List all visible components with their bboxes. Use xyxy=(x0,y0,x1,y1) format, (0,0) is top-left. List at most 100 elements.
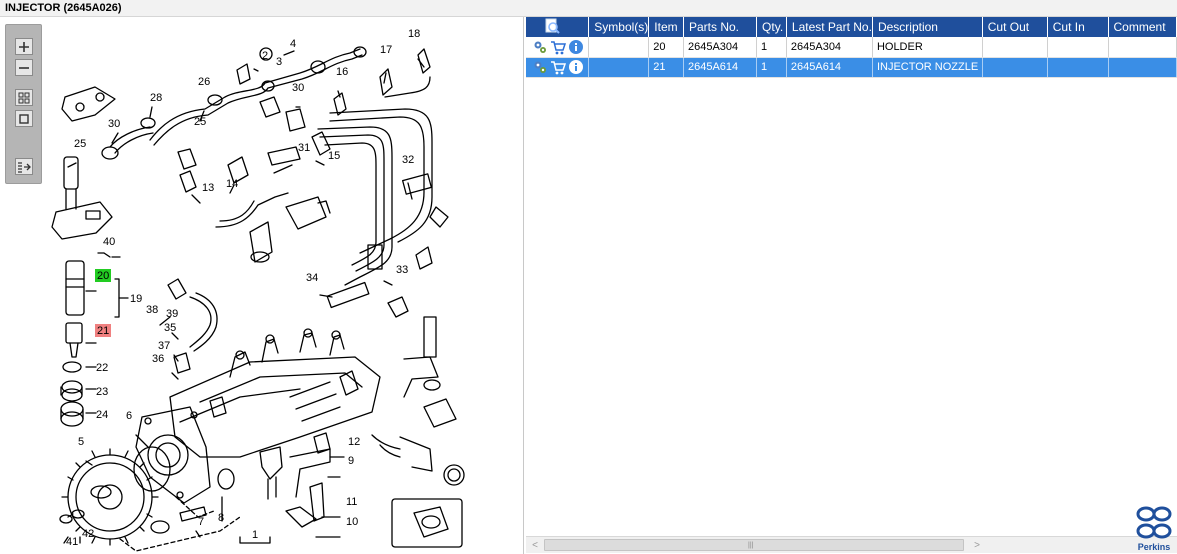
cell-qty: 1 xyxy=(756,57,787,78)
row-actions xyxy=(526,57,590,78)
cell-comment xyxy=(1108,57,1177,78)
callout-32: 32 xyxy=(402,154,414,166)
callout-39: 39 xyxy=(166,308,178,320)
search-document-icon xyxy=(545,18,560,34)
cell-item: 21 xyxy=(648,57,684,78)
cell-latest-part-no: 2645A304 xyxy=(786,37,873,58)
diagram-linework xyxy=(51,46,465,552)
column-header-symbols[interactable]: Symbol(s) xyxy=(588,17,650,37)
scroll-left-arrow[interactable]: < xyxy=(532,540,538,551)
callout-31: 31 xyxy=(298,142,310,154)
minus-icon xyxy=(19,66,29,69)
callout-25-left: 25 xyxy=(74,138,86,150)
table-row-selected[interactable]: 21 2645A614 1 2645A614 INJECTOR NOZZLE xyxy=(526,57,1177,78)
callout-4: 4 xyxy=(290,38,296,50)
reset-view-button[interactable] xyxy=(15,110,33,127)
callout-37: 37 xyxy=(158,340,170,352)
callout-19: 19 xyxy=(130,293,142,305)
column-header-latest-part-no[interactable]: Latest Part No. xyxy=(786,17,873,37)
square-icon xyxy=(19,113,29,124)
callout-34: 34 xyxy=(306,272,318,284)
column-header-comment[interactable]: Comment xyxy=(1108,17,1177,37)
column-header-parts-no[interactable]: Parts No. xyxy=(683,17,758,37)
callout-30-top: 30 xyxy=(292,82,304,94)
callout-35: 35 xyxy=(164,322,176,334)
scroll-right-arrow[interactable]: > xyxy=(974,540,980,551)
callout-26: 26 xyxy=(198,76,210,88)
perkins-logo: Perkins xyxy=(1133,505,1175,554)
table-row[interactable]: 20 2645A304 1 2645A304 HOLDER xyxy=(526,37,1177,58)
fit-view-button[interactable] xyxy=(15,89,33,106)
column-header-qty[interactable]: Qty. xyxy=(756,17,787,37)
panel-toggle-icon xyxy=(18,161,31,173)
column-header-description[interactable]: Description xyxy=(872,17,983,37)
cart-icon[interactable] xyxy=(550,39,566,55)
plus-icon xyxy=(19,41,29,52)
callout-13: 13 xyxy=(202,182,214,194)
callout-11: 11 xyxy=(346,496,357,508)
parts-table: Symbol(s) Item Parts No. Qty. Latest Par… xyxy=(526,17,1177,78)
cell-cut-in xyxy=(1047,57,1109,78)
column-header-cut-in[interactable]: Cut In xyxy=(1047,17,1109,37)
cell-symbols xyxy=(588,37,650,58)
callout-2: 2 xyxy=(262,50,268,62)
found-item-highlight[interactable] xyxy=(95,269,111,282)
brand-name: Perkins xyxy=(1137,542,1171,552)
window-titlebar: INJECTOR (2645A026) xyxy=(0,0,1177,17)
cell-part-no: 2645A614 xyxy=(683,57,758,78)
column-header-cut-out[interactable]: Cut Out xyxy=(982,17,1048,37)
zoom-out-button[interactable] xyxy=(15,59,33,76)
cell-description: INJECTOR NOZZLE xyxy=(872,57,983,78)
cell-comment xyxy=(1108,37,1177,58)
diagram-callouts: 4 2 3 18 17 16 26 28 30 30 25 25 31 14 1… xyxy=(66,28,420,548)
column-header-icons[interactable] xyxy=(526,17,590,37)
toggle-panel-button[interactable] xyxy=(15,158,33,175)
cell-item: 20 xyxy=(648,37,684,58)
callout-3: 3 xyxy=(276,56,282,68)
horizontal-scrollbar[interactable]: < ||| > xyxy=(526,536,1177,553)
info-icon[interactable] xyxy=(568,59,584,75)
gears-icon[interactable] xyxy=(532,39,548,55)
scrollbar-thumb[interactable]: ||| xyxy=(544,539,964,551)
window-title: INJECTOR (2645A026) xyxy=(5,2,122,14)
callout-22: 22 xyxy=(96,362,108,374)
callout-24: 24 xyxy=(96,409,108,421)
selected-item-highlight[interactable] xyxy=(95,324,111,337)
callout-42: 42 xyxy=(82,528,94,540)
cart-icon[interactable] xyxy=(550,59,566,75)
callout-17: 17 xyxy=(380,44,392,56)
callout-7: 7 xyxy=(198,516,204,528)
callout-8: 8 xyxy=(218,512,224,524)
grid-icon xyxy=(18,92,30,103)
cell-latest-part-no: 2645A614 xyxy=(786,57,873,78)
parts-grid-pane: Symbol(s) Item Parts No. Qty. Latest Par… xyxy=(526,17,1177,554)
callout-20: 20 xyxy=(97,270,109,282)
zoom-in-button[interactable] xyxy=(15,38,33,55)
callout-10: 10 xyxy=(346,516,358,528)
column-header-item[interactable]: Item xyxy=(648,17,684,37)
diagram-pane[interactable]: 4 2 3 18 17 16 26 28 30 30 25 25 31 14 1… xyxy=(0,17,524,554)
callout-6: 6 xyxy=(126,410,132,422)
cell-qty: 1 xyxy=(756,37,787,58)
diagram-toolpanel xyxy=(5,24,42,184)
callout-14: 14 xyxy=(226,178,238,190)
cell-part-no: 2645A304 xyxy=(683,37,758,58)
callout-18: 18 xyxy=(408,28,420,40)
callout-1: 1 xyxy=(252,529,258,541)
callout-38: 38 xyxy=(146,304,158,316)
callout-25-mid: 25 xyxy=(194,116,206,128)
callout-23: 23 xyxy=(96,386,108,398)
cell-cut-in xyxy=(1047,37,1109,58)
exploded-parts-diagram[interactable]: 4 2 3 18 17 16 26 28 30 30 25 25 31 14 1… xyxy=(0,17,524,554)
callout-41: 41 xyxy=(66,536,78,548)
callout-30-left: 30 xyxy=(108,118,120,130)
callout-33: 33 xyxy=(396,264,408,276)
cell-description: HOLDER xyxy=(872,37,983,58)
cell-cut-out xyxy=(982,57,1048,78)
info-icon[interactable] xyxy=(568,39,584,55)
callout-40: 40 xyxy=(103,236,115,248)
scrollbar-grip: ||| xyxy=(748,542,754,549)
cell-cut-out xyxy=(982,37,1048,58)
cell-symbols xyxy=(588,57,650,78)
gears-icon[interactable] xyxy=(532,59,548,75)
